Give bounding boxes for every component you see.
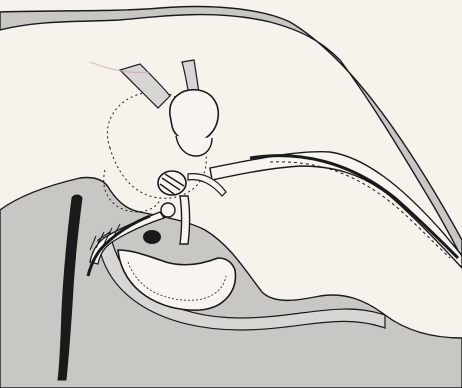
small-node <box>161 203 175 217</box>
central-stem <box>180 196 190 244</box>
bulb-structure <box>170 90 218 143</box>
black-spot <box>143 230 161 244</box>
central-nucleus <box>158 171 186 195</box>
